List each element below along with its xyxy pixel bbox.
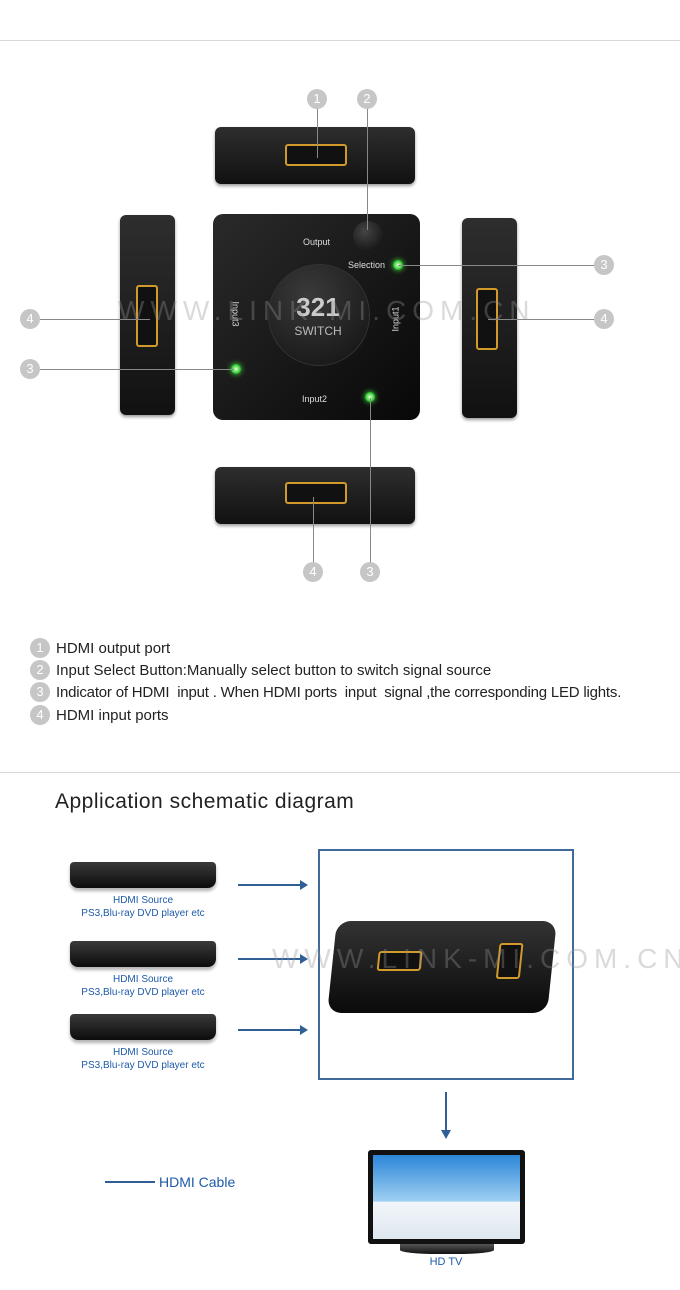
- callout-1: 1: [307, 89, 327, 109]
- source-title: HDMI Source: [112, 1047, 173, 1058]
- source-title: HDMI Source: [112, 974, 173, 985]
- arrow-down-head: [441, 1130, 451, 1139]
- callout-line: [488, 319, 594, 320]
- source-desc: PS3,Blu-ray DVD player etc: [81, 1060, 205, 1071]
- input2-led: [365, 392, 375, 402]
- tv-stand: [400, 1244, 494, 1254]
- switch-box: [318, 849, 574, 1080]
- logo-number: 321: [296, 292, 340, 322]
- switch-device: 321 SWITCH Output Selection Input2 Input…: [213, 214, 420, 420]
- input1-port-module: [462, 218, 517, 418]
- dvd-player-icon: [70, 941, 216, 967]
- callout-line: [367, 108, 368, 230]
- arrow-icon: [238, 954, 308, 964]
- callout-line: [398, 265, 594, 266]
- callout-line: [313, 497, 314, 563]
- arrow-down-icon: [445, 1092, 447, 1132]
- legend-item: 1 HDMI output port: [30, 638, 170, 658]
- logo-text: SWITCH: [294, 324, 342, 338]
- callout-line: [317, 108, 318, 158]
- input3-port-module: [120, 215, 175, 415]
- input2-label: Input2: [302, 394, 328, 404]
- arrow-icon: [238, 880, 308, 890]
- dvd-player-icon: [70, 862, 216, 888]
- source-desc: PS3,Blu-ray DVD player etc: [81, 908, 205, 919]
- watermark: WWW.LINK-MI.COM.CN: [272, 943, 680, 974]
- device-logo-circle: [268, 264, 370, 366]
- legend-item: 2 Input Select Button:Manually select but…: [30, 660, 491, 680]
- hdmi-port-icon: [285, 482, 347, 504]
- callout-line: [370, 398, 371, 563]
- legend-text: Input Select Button:Manually select butt…: [56, 661, 492, 679]
- selection-button: [353, 221, 383, 251]
- legend-number: 1: [30, 638, 50, 658]
- cable-line: [105, 1181, 155, 1183]
- legend-number: 4: [30, 705, 50, 725]
- callout-3: 3: [594, 255, 614, 275]
- callout-4: 4: [594, 309, 614, 329]
- callout-4: 4: [303, 562, 323, 582]
- legend-item: 4 HDMI input ports: [30, 705, 169, 725]
- arrow-icon: [238, 1025, 308, 1035]
- schematic-title: Application schematic diagram: [55, 790, 355, 813]
- section-divider: [0, 772, 680, 773]
- tv-label: HD TV: [429, 1256, 463, 1268]
- selection-label: Selection: [348, 260, 386, 270]
- source-title: HDMI Source: [112, 895, 173, 906]
- legend-item: 3 Indicator of HDMI input . When HDMI por…: [30, 682, 621, 702]
- legend-text: Indicator of HDMI input . When HDMI port…: [56, 683, 622, 701]
- legend-number: 3: [30, 682, 50, 702]
- legend-number: 2: [30, 660, 50, 680]
- callout-3: 3: [360, 562, 380, 582]
- output-port-module: [215, 127, 415, 184]
- callout-2: 2: [357, 89, 377, 109]
- top-divider: [0, 40, 680, 41]
- hdmi-port-icon: [136, 285, 158, 347]
- input2-port-module: [215, 467, 415, 524]
- output-label: Output: [303, 237, 331, 247]
- tv-icon: [368, 1150, 525, 1244]
- dvd-player-icon: [70, 1014, 216, 1040]
- hdmi-port-icon: [285, 144, 347, 166]
- callout-line: [40, 369, 234, 370]
- callout-line: [40, 319, 150, 320]
- source-desc: PS3,Blu-ray DVD player etc: [81, 987, 205, 998]
- tv-screen: [373, 1155, 520, 1239]
- watermark: WWW.LINK-MI.COM.CN: [118, 295, 536, 326]
- legend-text: HDMI output port: [56, 639, 171, 657]
- input3-led: [231, 364, 241, 374]
- callout-4: 4: [20, 309, 40, 329]
- callout-3: 3: [20, 359, 40, 379]
- cable-legend-label: HDMI Cable: [159, 1174, 236, 1190]
- legend-text: HDMI input ports: [56, 706, 169, 724]
